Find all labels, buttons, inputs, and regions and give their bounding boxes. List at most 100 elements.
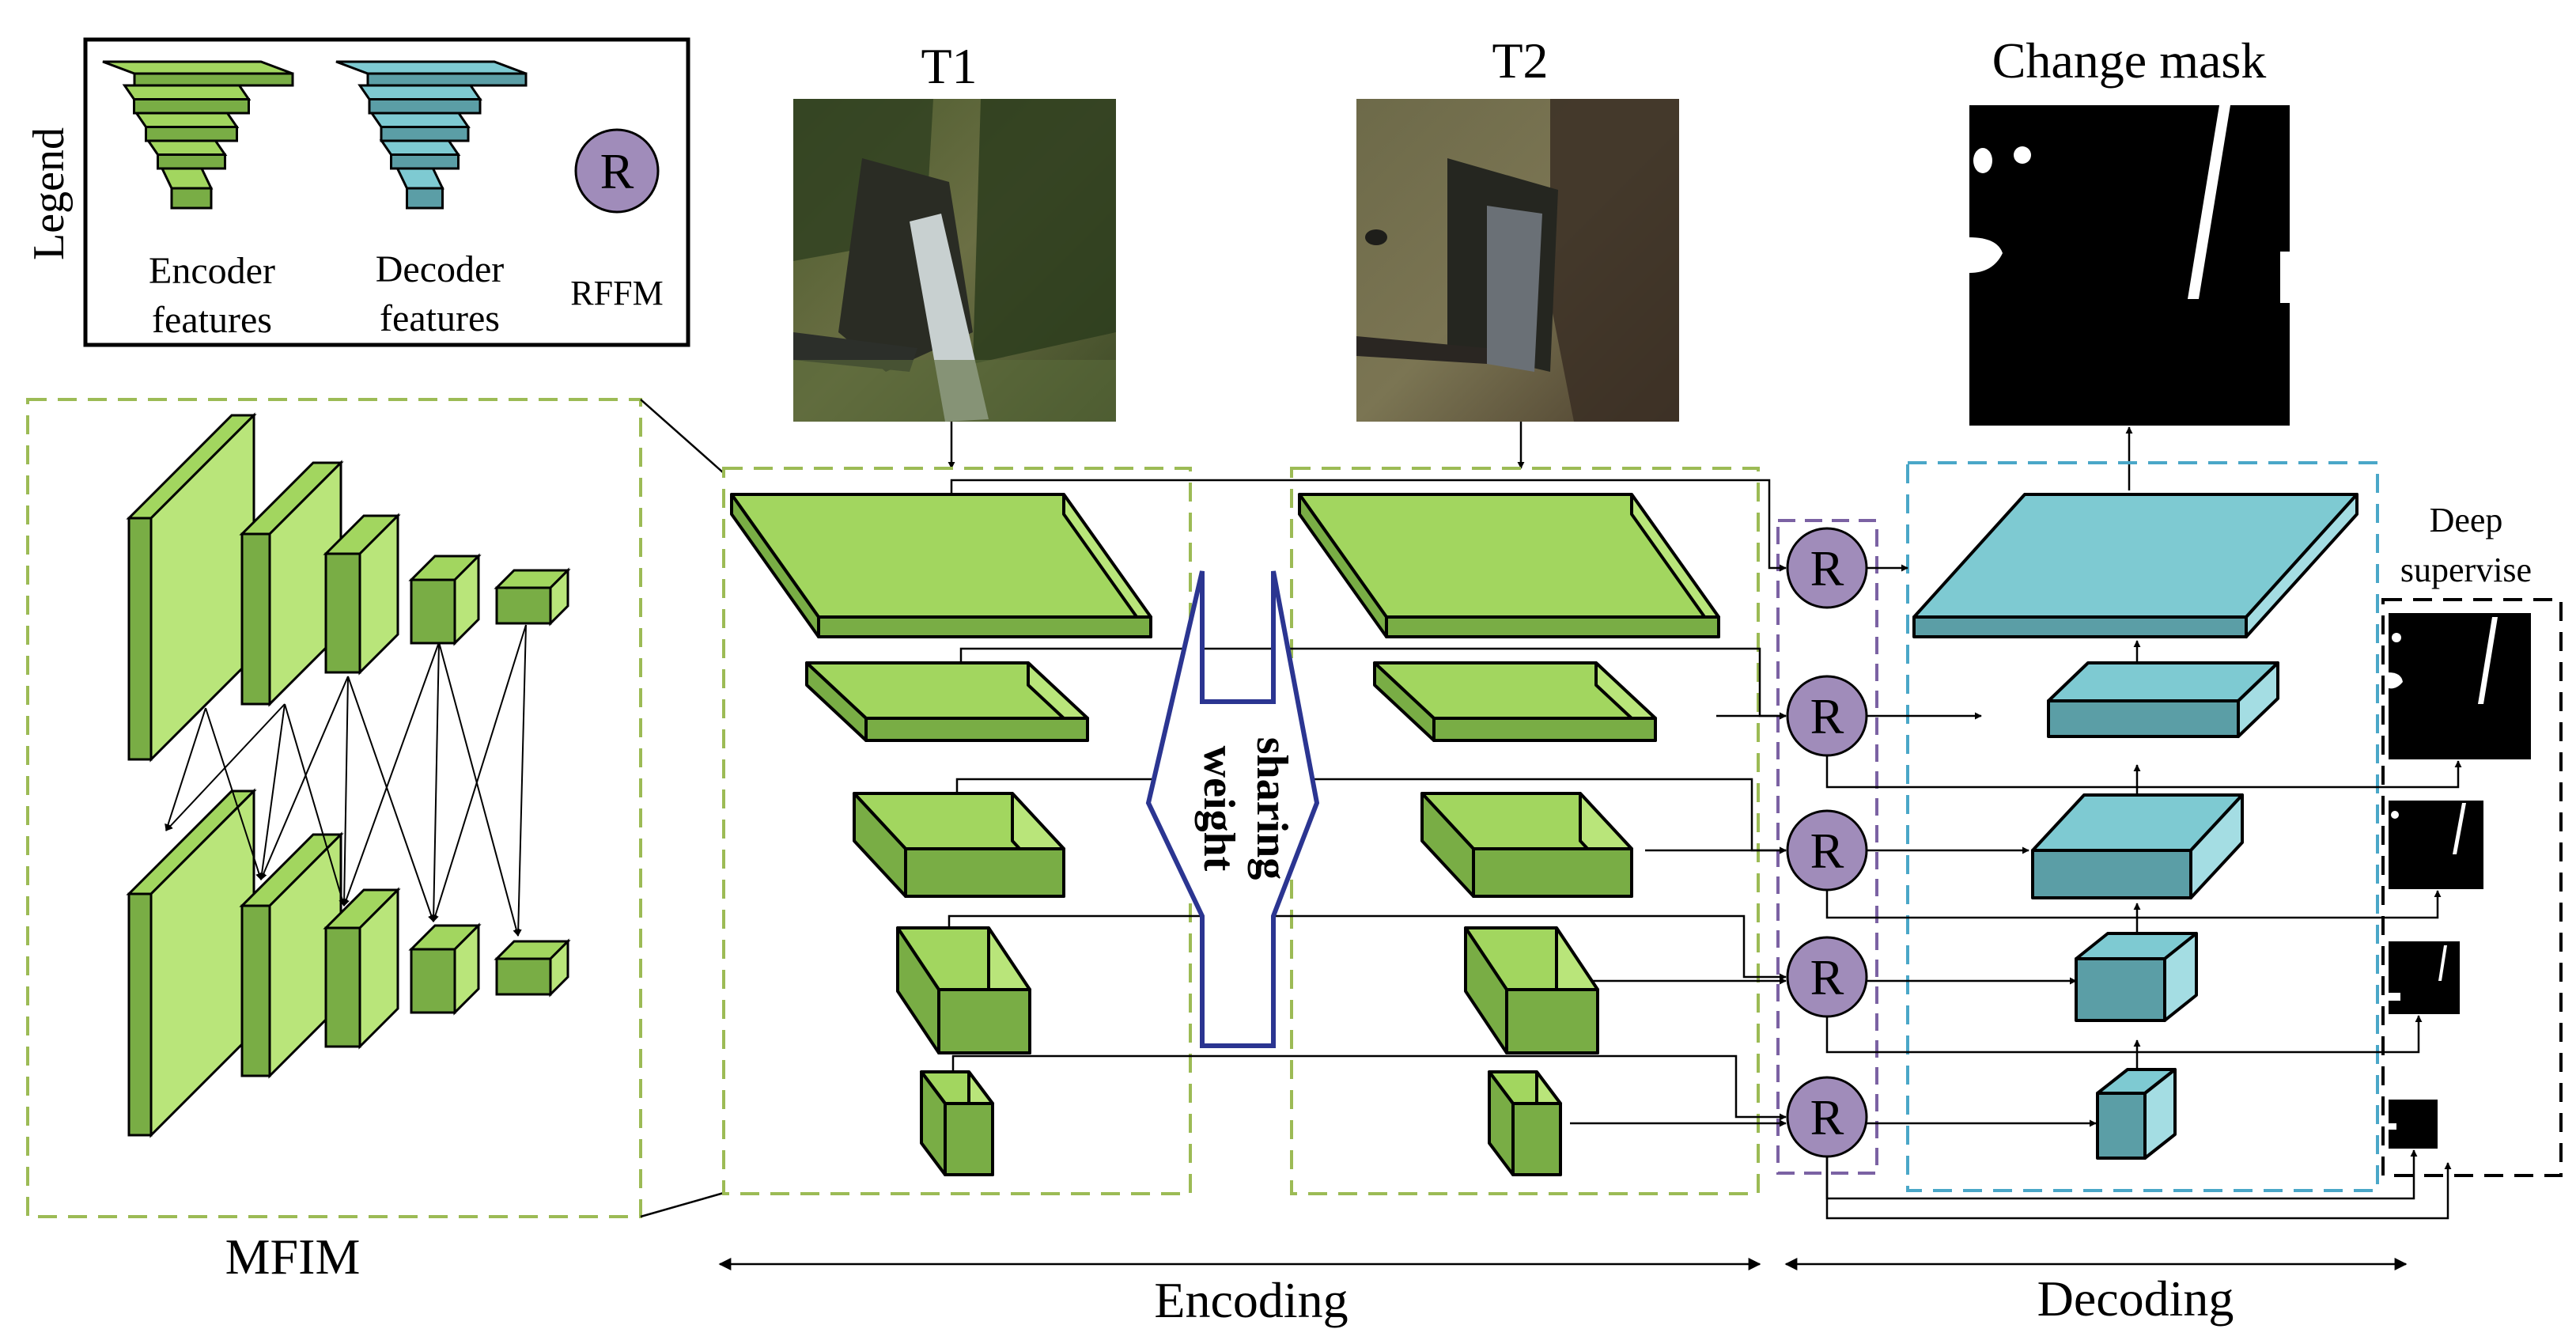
mfim-link-3-4 [347, 676, 435, 922]
pyramid-step-2 [122, 84, 252, 115]
encoder-level-1 [730, 493, 1152, 638]
encoder-level-1 [1298, 493, 1720, 638]
legend-encoder-label-2: features [152, 299, 272, 341]
decoder-features-icon [335, 60, 528, 210]
deep-supervise-label-1: Deep [2430, 501, 2503, 539]
encoder-t2-blocks [1298, 493, 1720, 1176]
decoder-level-4 [2075, 932, 2198, 1022]
weight-sharing-label-2: sharing [1247, 737, 1296, 880]
ds-line-5 [1825, 1157, 2452, 1220]
encoding-label: Encoding [1154, 1272, 1348, 1328]
rffm-node-4 [1786, 936, 1868, 1018]
mfim-top-3 [323, 513, 401, 676]
pyramid-step-3 [369, 112, 471, 142]
mfim-zoom-line-top [640, 399, 724, 474]
t2-label: T2 [1492, 32, 1548, 89]
decoder-blocks [1912, 493, 2358, 1160]
mfim-link-4-4 [429, 642, 440, 922]
legend-rffm-symbol: R [600, 143, 634, 199]
t1-label: T1 [921, 38, 977, 94]
skip-t1-level-3 [955, 778, 1787, 854]
rffm-node-symbol-4: R [1810, 949, 1844, 1005]
weight-sharing-indicator: weight sharing [1145, 570, 1320, 1048]
rffm-node-symbol-2: R [1810, 688, 1844, 744]
change-mask-group: Change mask [1969, 32, 2290, 490]
change-mask-label: Change mask [1992, 32, 2267, 89]
encoder-level-2 [805, 661, 1089, 742]
encoder-level-2 [1373, 661, 1657, 742]
pyramid-step-3 [134, 112, 240, 142]
rffm-node-symbol-5: R [1810, 1089, 1844, 1145]
rffm-node-1 [1786, 527, 1868, 609]
mfim-top-4 [408, 553, 482, 646]
legend-rffm-circle [574, 128, 660, 214]
encoder-t1-blocks [730, 493, 1152, 1176]
legend-encoder-label-1: Encoder [149, 250, 275, 292]
t1-image [793, 99, 1116, 422]
mfim-link-5-5 [514, 624, 527, 937]
rffm-node-symbol-3: R [1810, 823, 1844, 879]
ds-line-1 [1825, 755, 2462, 789]
skip-connections [948, 479, 2462, 1220]
decoding-label: Decoding [2037, 1270, 2234, 1327]
mfim-module: MFIM [26, 398, 724, 1285]
pyramid-step-1 [335, 60, 528, 87]
mfim-cross-links [165, 624, 527, 937]
mfim-link-4-5 [438, 642, 520, 937]
mfim-link-5-4 [432, 624, 527, 922]
mfim-zoom-line-bottom [640, 1191, 724, 1218]
deep-supervise-mask-3 [2389, 941, 2460, 1014]
pyramid-step-4 [146, 139, 228, 170]
decoder-level-1 [1912, 493, 2358, 638]
mfim-top-1 [126, 412, 257, 763]
skip-t1-level-1 [950, 479, 1787, 572]
t2-image [1356, 99, 1679, 422]
decoder-box [1906, 461, 2379, 1192]
mfim-bottom-4 [408, 922, 482, 1016]
deep-supervise-group: Deep supervise [2389, 501, 2532, 1149]
mfim-label: MFIM [225, 1229, 361, 1285]
encoder-level-3 [1420, 792, 1633, 898]
weight-sharing-label-1: weight [1194, 746, 1243, 872]
deep-supervise-mask-4 [2389, 1100, 2438, 1149]
encoder-level-5 [920, 1070, 994, 1176]
mfim-link-1-1 [165, 707, 206, 831]
deep-supervise-label-2: supervise [2400, 551, 2532, 589]
legend-rffm-label: RFFM [570, 274, 663, 312]
mfim-link-2-3 [284, 703, 346, 907]
ds-line-2 [1825, 890, 2442, 919]
decoder-level-3 [2031, 793, 2244, 899]
encoder-features-icon [102, 60, 294, 210]
rffm-node-5 [1786, 1076, 1868, 1158]
mfim-top-5 [494, 567, 571, 627]
legend-title: Legend [25, 127, 74, 260]
t1-image-group: T1 [793, 38, 1116, 469]
legend-decoder-label-1: Decoder [376, 248, 505, 290]
decoder-level-2 [2047, 661, 2279, 738]
deep-supervise-mask-2 [2389, 801, 2483, 889]
mfim-bottom-3 [323, 887, 401, 1050]
mfim-bottom-1 [126, 788, 257, 1138]
legend-decoder-label-2: features [380, 297, 500, 339]
skip-t1-level-5 [951, 1054, 1787, 1121]
pyramid-step-4 [379, 139, 461, 170]
stage-axes: Encoding Decoding [718, 1258, 2408, 1328]
mfim-link-2-1 [165, 703, 286, 831]
pyramid-step-2 [357, 84, 482, 115]
rffm-node-2 [1786, 675, 1868, 757]
mfim-bottom-5 [494, 938, 571, 998]
encoder-level-4 [896, 926, 1031, 1054]
mfim-link-1-2 [205, 707, 263, 880]
encoder-level-4 [1464, 926, 1599, 1054]
encoder-level-3 [853, 792, 1065, 898]
legend-panel: Legend Encoder features Decoder features… [25, 37, 690, 347]
weight-sharing-shape [1145, 570, 1320, 1048]
mfim-link-2-2 [258, 703, 286, 880]
mfim-feature-blocks [126, 412, 571, 1138]
pyramid-step-5 [395, 167, 444, 210]
encoder-level-5 [1488, 1070, 1562, 1176]
skip-t1-level-4 [948, 914, 1787, 981]
pyramid-step-5 [160, 167, 214, 210]
mfim-bottom-2 [239, 831, 344, 1079]
